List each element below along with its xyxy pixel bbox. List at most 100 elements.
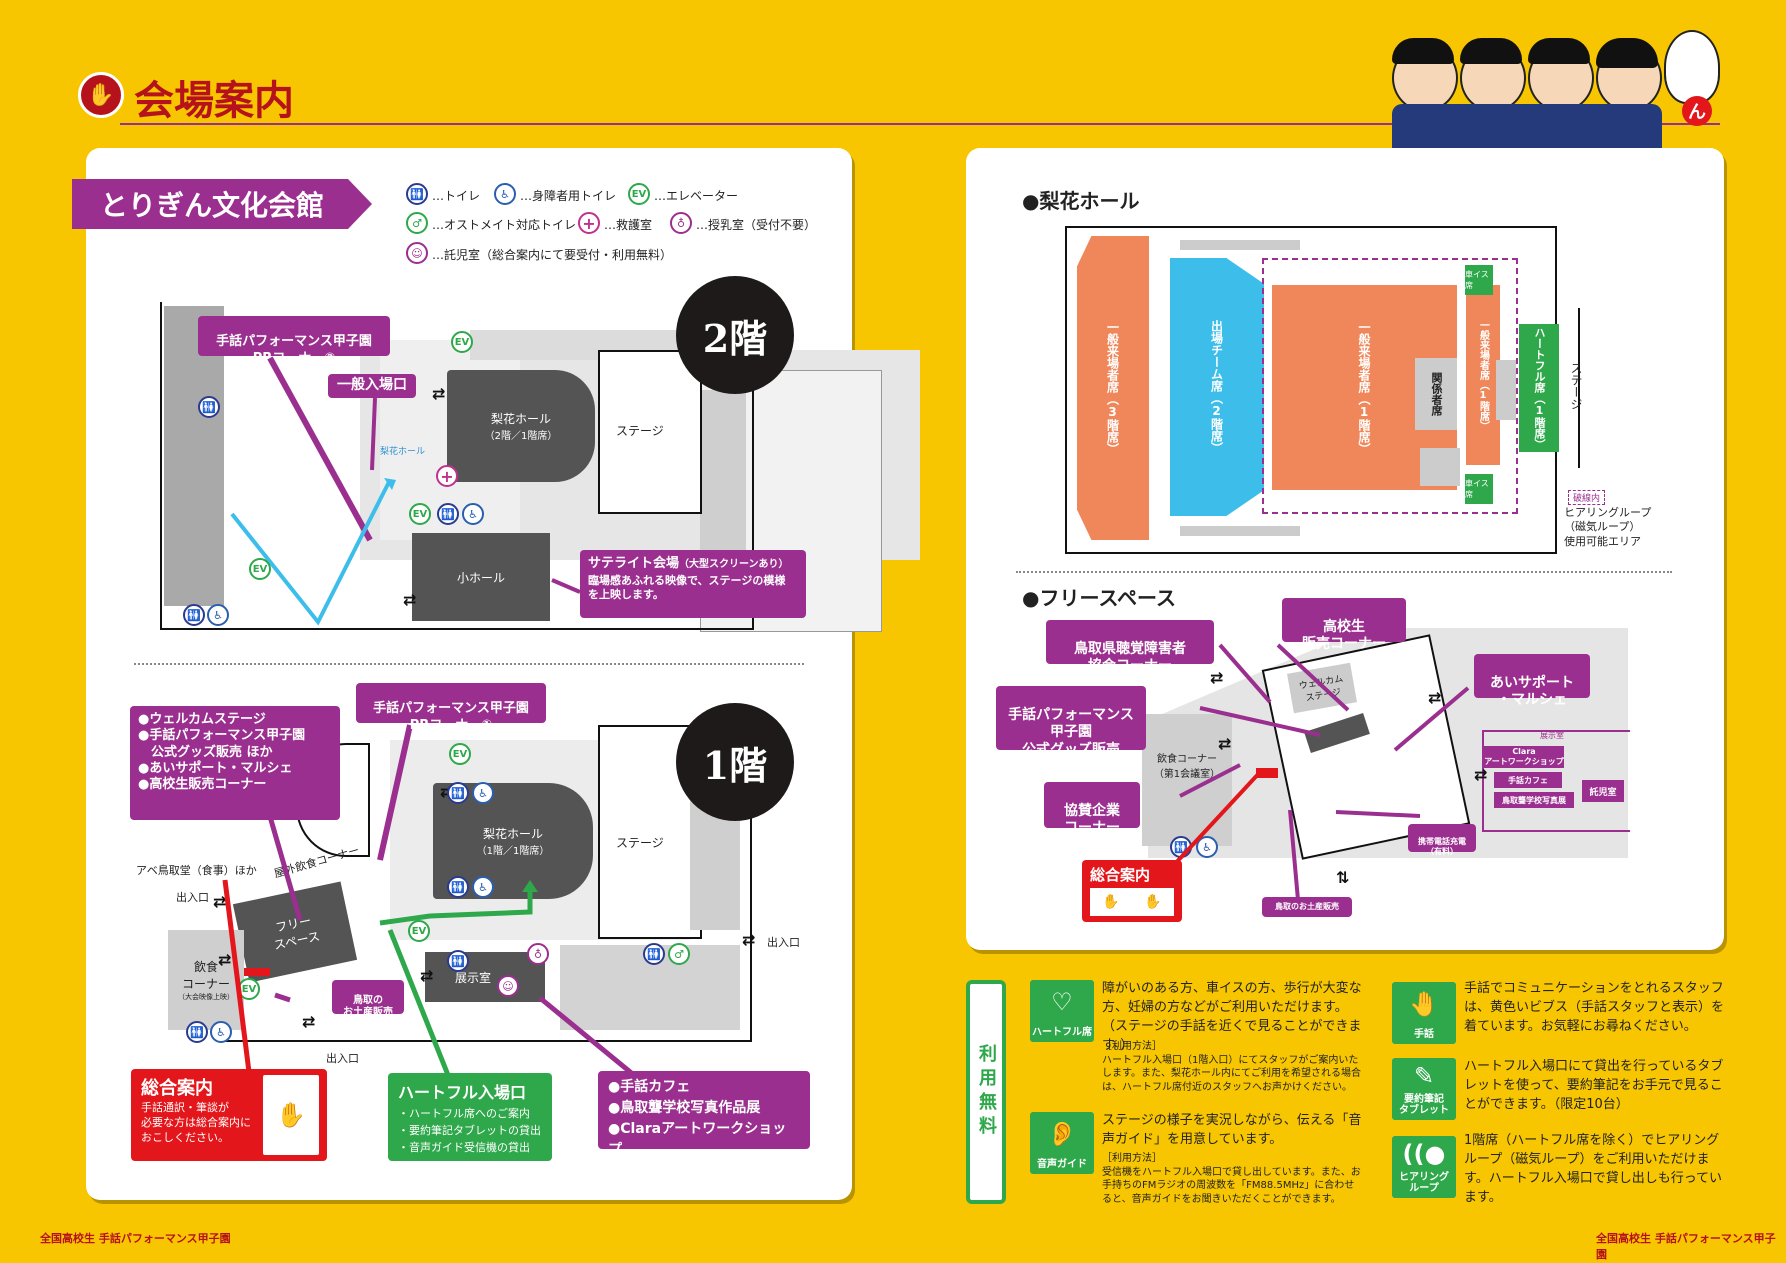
seat-3f-label: 一般来場者席（3階席）	[1105, 321, 1120, 455]
door-arrows-free-e: ⇅	[1336, 868, 1350, 887]
entrance-pointer	[370, 397, 377, 471]
stage-2f-label: ステージ	[616, 424, 664, 438]
childcare-icon-1f: ☺	[497, 975, 519, 997]
nursery-room-label: 託児室	[1589, 787, 1617, 798]
deaf-association-label: 鳥取県聴覚障害者 協会コーナー	[1074, 640, 1186, 675]
free-use-label: 利用無料	[976, 1044, 997, 1140]
seat-team-label: 出場チーム席（2階席）	[1209, 320, 1224, 454]
heartful-arrowhead	[522, 880, 538, 892]
ai-support-pointer-b	[1393, 686, 1470, 752]
toilet-icon-2f-b: 🚻	[437, 503, 459, 525]
rika-section-title: ●梨花ホール	[1022, 189, 1140, 213]
toilet-icon-1f-c: 🚻	[447, 950, 469, 972]
charge-station: 携帯電話充電 （有料）	[1408, 824, 1476, 856]
clara-room-label: Clara アートワークショップ	[1484, 747, 1564, 766]
floor2-badge-text: 2階	[702, 315, 768, 361]
souvenir-free-pointer	[1288, 809, 1300, 901]
legend-first-aid: …救護室	[604, 218, 653, 232]
title-rule	[120, 123, 1720, 125]
dining-room-free: 飲食コーナー （第1会議室）	[1142, 714, 1232, 846]
staff-seat-a: 関係者席	[1415, 358, 1457, 430]
rika-hall-2f-label: 梨花ホール	[490, 412, 551, 426]
wheelchair-icon-free: ♿	[1196, 836, 1218, 858]
free-space-title: ●フリースペース	[1022, 586, 1177, 610]
toilet-icon: 🚻	[406, 183, 428, 205]
info-free-illustration: ✋✋	[1090, 888, 1174, 916]
small-hall: 小ホール	[412, 533, 550, 621]
sign-staff-icon-label: 手話	[1414, 1029, 1434, 1040]
toilet-icon-1f-b: 🚻	[447, 876, 469, 898]
rika-hall-1f-sub: （1階／1階席）	[476, 846, 550, 857]
info-free-box: 総合案内 ✋✋	[1082, 860, 1182, 922]
photo-room: 鳥取聾学校写真展	[1494, 792, 1574, 808]
dining-corner-label: 飲食 コーナー	[181, 960, 230, 991]
ai-support-label: あいサポート ・マルシェ	[1490, 674, 1574, 709]
free-exhibit-header: 展示室	[1540, 731, 1564, 740]
floor1-badge: 1階	[676, 703, 794, 821]
heartful-seat-label: ハートフル席（1階席）	[1533, 326, 1546, 450]
toilet-icon-2f-a: 🚻	[198, 396, 220, 418]
dining-corner-sub: （大会映像上映）	[178, 993, 234, 1001]
floor2-outline	[160, 302, 754, 630]
door-arrows-1f-d: ⇄	[302, 1012, 316, 1031]
door-arrows-free-c: ⇄	[1428, 688, 1442, 707]
ostomy-toilet-icon: ♂	[406, 212, 428, 234]
hearing-loop-icon: ((●ヒアリング ループ	[1392, 1136, 1456, 1198]
feature-item-hs-sales: ●高校生販売コーナー	[138, 777, 267, 792]
page-title: 会場案内	[134, 77, 294, 124]
free-use-label-box: 利用無料	[966, 980, 1006, 1204]
venue-title-text: とりぎん文化会館	[100, 189, 325, 222]
wheelchair-seat-top: 車イス席	[1465, 265, 1493, 295]
legend-ostomy: …オストメイト対応トイレ	[432, 218, 577, 232]
elevator-icon-2f-a: EV	[451, 331, 473, 353]
souvenir-label: 鳥取の お土産販売	[332, 980, 404, 1018]
heartful-seat-method: ［利用方法］ ハートフル入場口（1階入口）にてスタッフがご案内いたします。また、…	[1102, 1041, 1361, 1093]
heartful-seat-desc: 障がいのある方、車イスの方、歩行が大変な方、妊婦の方などがご利用いただけます。（…	[1102, 981, 1362, 1053]
info-pointer	[222, 879, 253, 1081]
floor1-routes	[222, 724, 642, 1082]
staff-seat-b	[1420, 448, 1460, 486]
souvenir-pointer	[274, 992, 291, 1003]
loop-tag: 破線内	[1568, 490, 1606, 505]
door-arrows-2f-b: ⇄	[403, 590, 417, 609]
souvenir-text: 鳥取の お土産販売	[343, 994, 393, 1019]
wheelchair-seat-bottom-label: 車イス席	[1465, 479, 1489, 499]
feature-item-ai-support: ●あいサポート・マルシェ	[138, 760, 293, 776]
loop-desc: ヒアリングループ （磁気ループ） 使用可能エリア	[1564, 506, 1652, 548]
heartful-route	[379, 890, 533, 926]
pr-corner-1-label: 手話パフォーマンス甲子園 PRコーナー①	[373, 701, 529, 733]
pr1-pointer	[377, 724, 413, 861]
exhibition-room-label: 展示室	[455, 970, 492, 985]
seat-block-3f: 一般来場者席（3階席）	[1077, 236, 1149, 540]
heartful-seat-icon: ♡ハートフル席	[1030, 980, 1094, 1042]
nursing-room-icon: ♁	[670, 212, 692, 234]
dining-room-free-label: 飲食コーナー （第1会議室）	[1153, 754, 1221, 780]
legend-toilet: …トイレ	[432, 189, 481, 203]
info-free-title: 総合案内	[1090, 866, 1151, 884]
elevator-icon-2f-c: EV	[249, 558, 271, 580]
info-counter-free	[1256, 768, 1278, 778]
souvenir-free: 鳥取のお土産販売	[1262, 897, 1352, 917]
satellite-desc: 臨場感あふれる映像で、ステージの模様 を上映します。	[588, 574, 786, 601]
childcare-icon: ☺	[406, 242, 428, 264]
floor-divider	[134, 663, 804, 665]
charge-station-label: 携帯電話充電 （有料）	[1418, 837, 1466, 856]
title-logo: ✋	[78, 72, 124, 118]
toilet-icon-1f-e: 🚻	[186, 1021, 208, 1043]
satellite-sub: （大型スクリーンあり）	[679, 559, 789, 570]
rika-stage-label: ステージ	[1569, 362, 1583, 410]
small-hall-label: 小ホール	[456, 570, 505, 585]
rika-hall-1f-label: 梨花ホール	[482, 827, 543, 841]
toilet-icon-1f-d: 🚻	[643, 943, 665, 965]
info-desk-title: 総合案内	[141, 1078, 213, 1099]
satellite-venue: サテライト会場（大型スクリーンあり） 臨場感あふれる映像で、ステージの模様 を上…	[580, 550, 806, 618]
toilet-icon-2f-c: 🚻	[183, 604, 205, 626]
goods-corner: 手話パフォーマンス 甲子園 公式グッズ販売	[996, 686, 1146, 758]
cafe-item-1: ●手話カフェ	[608, 1079, 691, 1095]
satellite-title: サテライト会場	[588, 556, 680, 571]
feature-item-welcome: ●ウェルカムステージ	[138, 712, 266, 727]
door-arrows-free-b: ⇄	[1218, 734, 1232, 753]
elevator-icon-1f-a: EV	[449, 743, 471, 765]
accessible-toilet-icon: ♿	[494, 183, 516, 205]
venue-title: とりぎん文化会館	[72, 179, 372, 229]
